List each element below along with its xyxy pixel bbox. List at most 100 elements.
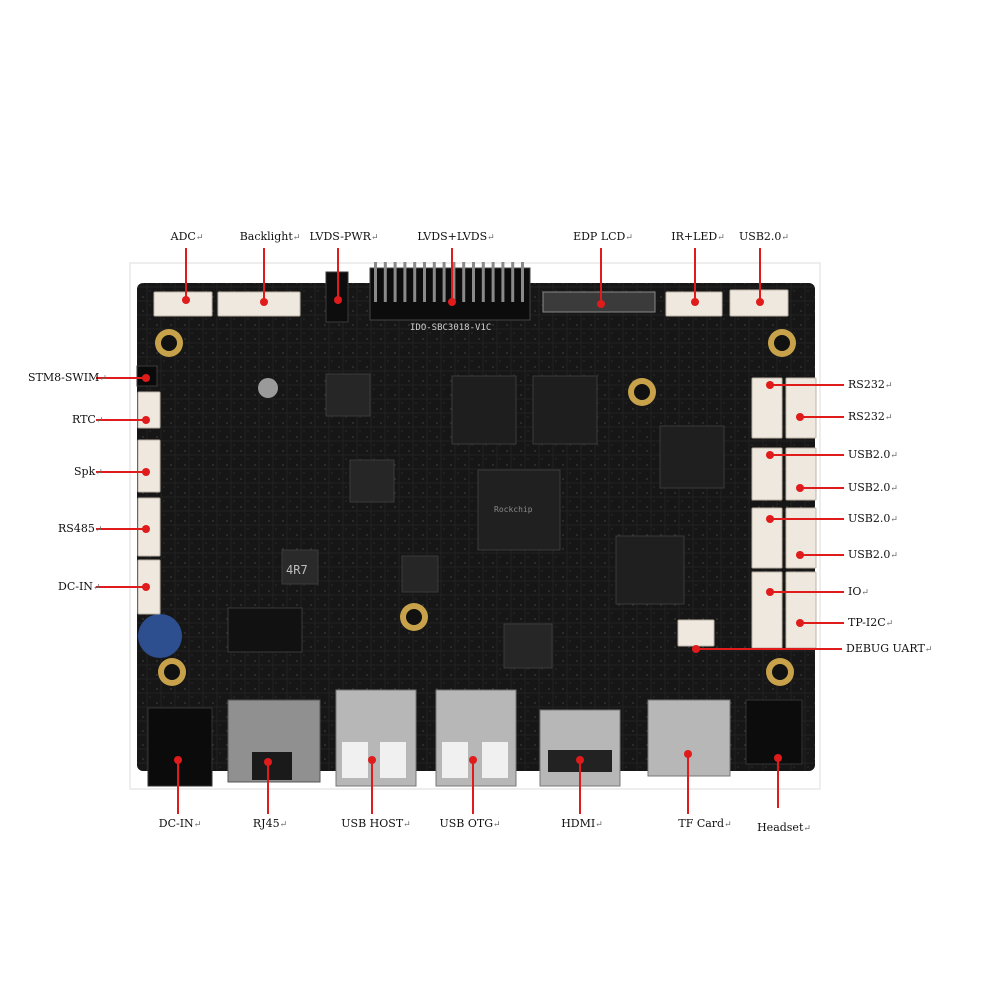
mount-hole-bl-inner (164, 664, 180, 680)
header-pin (383, 262, 387, 302)
label-ir-led: IR+LED↵ (671, 230, 725, 244)
mount-hole-tl-inner (161, 335, 177, 351)
label-spk: Spk↵ (74, 465, 103, 479)
leader-tf-card-tip (684, 750, 692, 758)
leader-headset-tip (774, 754, 782, 762)
label-tf-card: TF Card↵ (678, 817, 732, 831)
leader-tp-i2c-tip (796, 619, 804, 627)
capacitor (138, 614, 182, 658)
connector-right-a1 (751, 447, 783, 501)
header-pin (403, 262, 407, 302)
connector-right-b2 (785, 507, 817, 569)
connector-spk (137, 439, 161, 493)
leader-usb-top-tip (756, 298, 764, 306)
label-stm8-swim: STM8-SWIM↵ (28, 371, 107, 385)
usb-host-slot-2 (380, 742, 406, 778)
header-pin (481, 262, 485, 302)
label-lvds-pwr: LVDS-PWR↵ (309, 230, 379, 244)
ic-top-left (325, 373, 371, 417)
label-debug-uart: DEBUG UART↵ (846, 642, 933, 656)
connector-right-a3 (751, 571, 783, 649)
leader-adc-tip (182, 296, 190, 304)
leader-usb-otg-tip (469, 756, 477, 764)
label-rtc: RTC↵ (72, 413, 104, 427)
ic-usb (503, 623, 553, 669)
usb-otg-slot-1 (442, 742, 468, 778)
leader-rtc-tip (142, 416, 150, 424)
inductor (281, 549, 319, 585)
port-rj45-opening (252, 752, 292, 780)
leader-rs232-1-tip (766, 381, 774, 389)
soc-chip (477, 469, 561, 551)
leader-dc-in-left-tip (142, 583, 150, 591)
label-usb20-r2: USB2.0↵ (848, 481, 898, 495)
leader-ir-led-tip (691, 298, 699, 306)
header-pin (511, 262, 515, 302)
header-pin (423, 262, 426, 302)
usb-otg-slot-2 (482, 742, 508, 778)
label-rs485: RS485↵ (58, 522, 103, 536)
label-rs232-1: RS232↵ (848, 378, 893, 392)
label-hdmi: HDMI↵ (561, 817, 603, 831)
mount-hole-mid-inner (406, 609, 422, 625)
leader-usb-host-tip (368, 756, 376, 764)
mount-hole-center-inner (634, 384, 650, 400)
label-usb-host: USB HOST↵ (341, 817, 411, 831)
connector-right-b0 (785, 377, 817, 439)
port-headset (745, 699, 803, 765)
leader-lines (96, 248, 844, 814)
leader-usb-r2-tip (796, 484, 804, 492)
label-headset: Headset↵ (757, 821, 811, 835)
silkscreen-inductor: 4R7 (286, 563, 308, 577)
label-dc-in-left: DC-IN↵ (58, 580, 101, 594)
header-pin (432, 262, 436, 302)
leader-lvds-pwr-tip (334, 296, 342, 304)
header-pin (521, 262, 524, 302)
leader-stm8-tip (142, 374, 150, 382)
label-usb20-r4: USB2.0↵ (848, 548, 898, 562)
label-adc: ADC↵ (170, 230, 204, 244)
header-pin (491, 262, 495, 302)
label-io: IO↵ (848, 585, 869, 599)
label-usb20-top: USB2.0↵ (739, 230, 789, 244)
label-usb-otg: USB OTG↵ (439, 817, 501, 831)
leader-debug-uart-tip (692, 645, 700, 653)
mount-hole-tr-inner (774, 335, 790, 351)
leader-usb-r3-tip (766, 515, 774, 523)
header-pin (442, 262, 446, 302)
header-pin (413, 262, 417, 302)
soc-brand-text: Rockchip (494, 505, 533, 514)
label-usb20-r3: USB2.0↵ (848, 512, 898, 526)
ic-mid (349, 459, 395, 503)
leader-rs232-2-tip (796, 413, 804, 421)
leader-spk-tip (142, 468, 150, 476)
leader-rs485-tip (142, 525, 150, 533)
ram-chip-1 (451, 375, 517, 445)
leader-rj45-tip (264, 758, 272, 766)
connector-adc (153, 291, 213, 317)
label-edp-lcd: EDP LCD↵ (573, 230, 633, 244)
pmic-chip (615, 535, 685, 605)
label-dc-in-bottom: DC-IN↵ (158, 817, 202, 831)
label-rs232-2: RS232↵ (848, 410, 893, 424)
connector-right-a2 (751, 507, 783, 569)
emmc-chip (659, 425, 725, 489)
leader-hdmi-tip (576, 756, 584, 764)
silkscreen-model: IDO-SBC3018-V1C (410, 323, 491, 333)
header-pin (374, 262, 377, 302)
label-backlight: Backlight↵ (239, 230, 301, 244)
ic-lower (401, 555, 439, 593)
leader-dc-in-tip (174, 756, 182, 764)
connector-right-b3 (785, 571, 817, 649)
connector-debug-uart (677, 619, 715, 647)
header-pin (393, 262, 397, 302)
leader-usb-r1-tip (766, 451, 774, 459)
small-capacitor (258, 378, 278, 398)
header-pin (501, 262, 505, 302)
connector-backlight (217, 291, 301, 317)
header-pin (472, 262, 475, 302)
lan-transformer (227, 607, 303, 653)
leader-lvds-tip (448, 298, 456, 306)
